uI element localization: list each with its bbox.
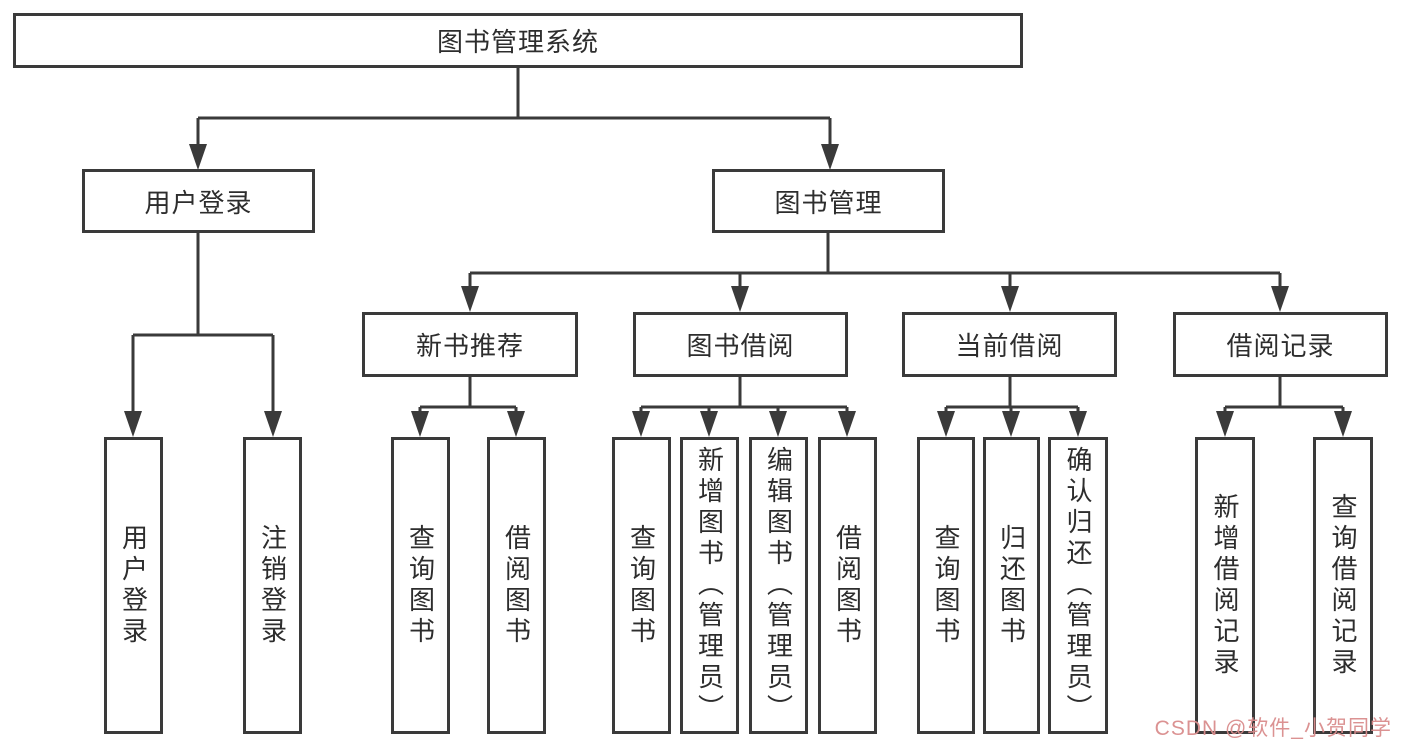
connector-new-book-branch: [418, 377, 518, 413]
leaf-borrow-book-recommend-label: 借阅图书: [501, 523, 532, 648]
node-root: 图书管理系统: [13, 13, 1023, 68]
leaf-query-book-current-label: 查询图书: [931, 523, 961, 648]
connector-root-branch: [196, 68, 832, 146]
leaf-add-borrow-record-label: 新增借阅记录: [1210, 492, 1240, 679]
leaf-add-borrow-record: 新增借阅记录: [1195, 437, 1255, 734]
node-current-borrow: 当前借阅: [902, 312, 1117, 377]
connector-current-borrow-branch: [944, 377, 1080, 413]
arrowheads-borrow-records-branch: [1216, 411, 1352, 437]
leaf-query-book-recommend-label: 查询图书: [405, 523, 436, 648]
connector-book-management-branch: [468, 232, 1282, 288]
leaf-return-book-label: 归还图书: [996, 523, 1027, 648]
node-new-book-recommend: 新书推荐: [362, 312, 578, 377]
leaf-user-login: 用户登录: [104, 437, 163, 734]
leaf-return-book: 归还图书: [983, 437, 1040, 734]
connector-user-login-branch: [131, 233, 275, 413]
node-book-borrow: 图书借阅: [633, 312, 848, 377]
leaf-edit-book-admin-label: 编辑图书（管理员）: [763, 446, 794, 725]
connector-book-borrow-branch: [639, 377, 849, 413]
node-book-management: 图书管理: [712, 169, 945, 233]
leaf-query-book-recommend: 查询图书: [391, 437, 450, 734]
leaf-add-book-admin: 新增图书（管理员）: [680, 437, 739, 734]
leaf-query-book-current: 查询图书: [917, 437, 975, 734]
leaf-logout-label: 注销登录: [257, 523, 288, 648]
leaf-add-book-admin-label: 新增图书（管理员）: [694, 446, 725, 725]
leaf-query-borrow-record-label: 查询借阅记录: [1328, 492, 1358, 679]
leaf-logout: 注销登录: [243, 437, 302, 734]
connector-borrow-records-branch: [1223, 377, 1345, 413]
arrowheads-root-branch: [189, 144, 839, 170]
node-borrow-records: 借阅记录: [1173, 312, 1388, 377]
leaf-query-borrow-record: 查询借阅记录: [1313, 437, 1373, 734]
arrowheads-user-login-branch: [124, 411, 282, 437]
leaf-borrow-book-recommend: 借阅图书: [487, 437, 546, 734]
leaf-confirm-return-admin-label: 确认归还（管理员）: [1063, 446, 1093, 725]
arrowheads-new-book-branch: [411, 411, 525, 437]
arrowheads-book-borrow-branch: [632, 411, 856, 437]
leaf-query-book-borrow: 查询图书: [612, 437, 671, 734]
leaf-borrow-book-borrow: 借阅图书: [818, 437, 877, 734]
leaf-user-login-label: 用户登录: [118, 523, 149, 648]
leaf-borrow-book-borrow-label: 借阅图书: [832, 523, 863, 648]
arrowheads-current-borrow-branch: [937, 411, 1087, 437]
node-user-login: 用户登录: [82, 169, 315, 233]
leaf-edit-book-admin: 编辑图书（管理员）: [749, 437, 808, 734]
leaf-confirm-return-admin: 确认归还（管理员）: [1048, 437, 1108, 734]
arrowheads-book-management-branch: [461, 286, 1289, 312]
watermark: CSDN @软件_小贺同学: [1154, 717, 1392, 740]
leaf-query-book-borrow-label: 查询图书: [626, 523, 657, 648]
